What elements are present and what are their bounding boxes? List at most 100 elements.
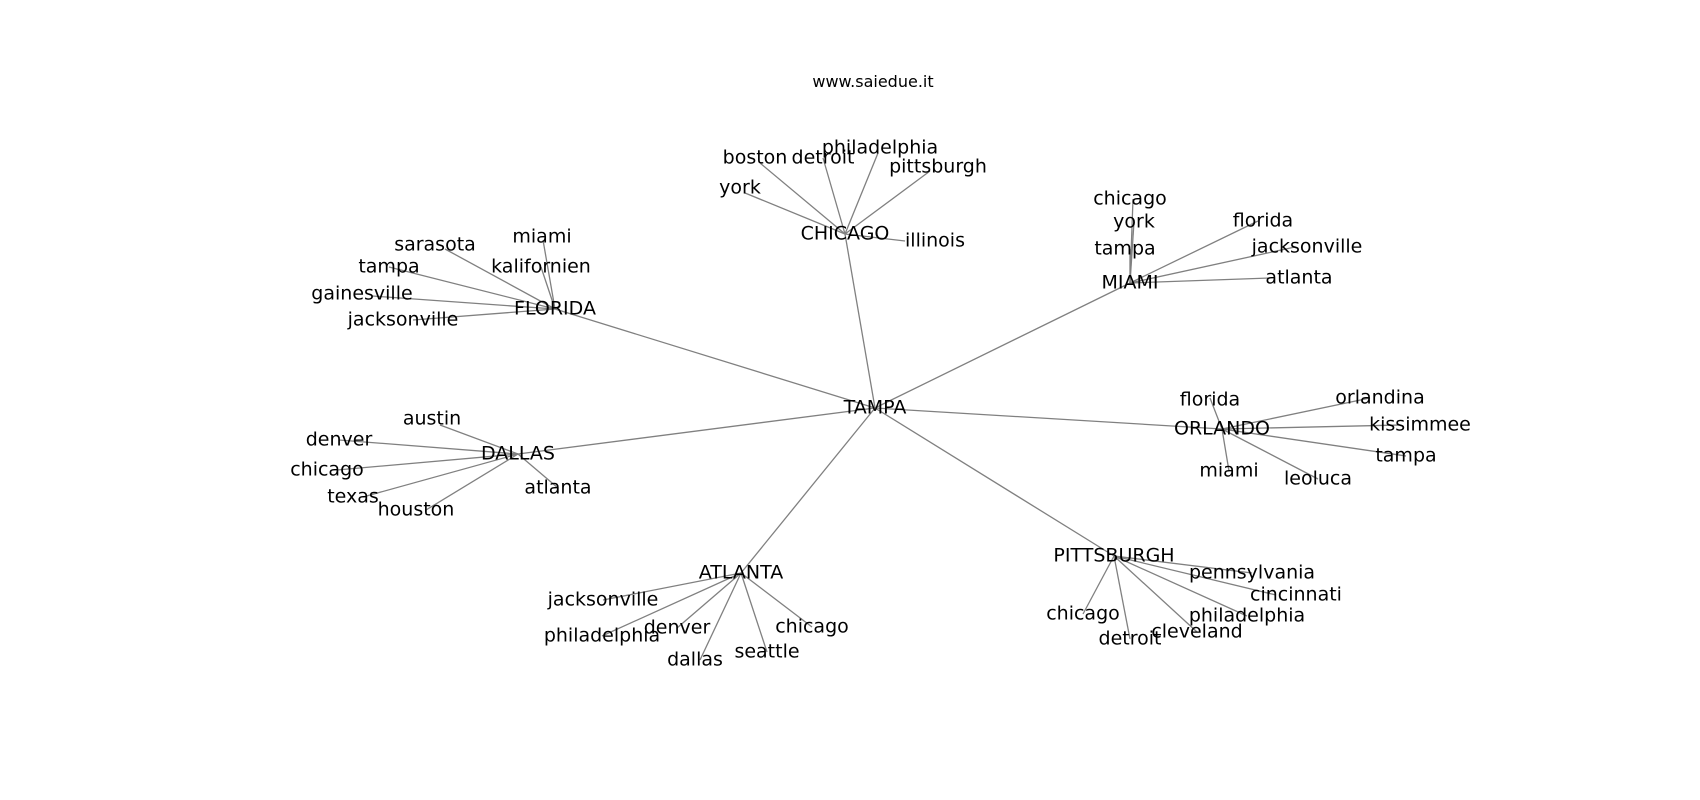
node-hub-dallas: DALLAS xyxy=(481,443,555,465)
edge-pittsburgh-cincinnati xyxy=(1113,555,1277,596)
edge-miami-jacksonville xyxy=(1129,246,1296,284)
node-leaf-orlando-orlandina: orlandina xyxy=(1335,387,1424,409)
edge-root-chicago xyxy=(844,233,876,409)
node-leaf-miami-florida: florida xyxy=(1233,210,1293,232)
node-leaf-miami-jacksonville: jacksonville xyxy=(1251,236,1363,258)
edge-chicago-philadelphia xyxy=(844,152,879,235)
node-hub-orlando: ORLANDO xyxy=(1174,418,1270,440)
node-leaf-chicago-york: york xyxy=(719,177,761,199)
node-leaf-chicago-illinois: illinois xyxy=(905,230,965,252)
edge-dallas-houston xyxy=(425,453,519,511)
node-leaf-atlanta-jacksonville: jacksonville xyxy=(547,589,659,611)
edge-orlando-tampa xyxy=(1221,428,1407,457)
edge-root-pittsburgh xyxy=(874,407,1115,557)
node-leaf-orlando-kissimmee: kissimmee xyxy=(1369,414,1471,436)
node-leaf-miami-tampa: tampa xyxy=(1094,238,1155,260)
edge-dallas-texas xyxy=(362,453,519,498)
edge-root-orlando xyxy=(874,407,1223,430)
edge-florida-kalifornien xyxy=(540,266,556,310)
page-title: www.saiedue.it xyxy=(812,72,933,91)
node-leaf-dallas-atlanta: atlanta xyxy=(524,477,591,499)
edge-chicago-detroit xyxy=(822,157,846,235)
edge-pittsburgh-pennsylvania xyxy=(1113,555,1253,574)
edge-atlanta-dallas xyxy=(699,572,742,661)
node-hub-chicago: CHICAGO xyxy=(801,223,890,245)
node-leaf-miami-atlanta: atlanta xyxy=(1265,267,1332,289)
edge-florida-tampa xyxy=(388,266,556,310)
edge-pittsburgh-cleveland xyxy=(1113,555,1198,633)
node-leaf-pittsburgh-philadelphia: philadelphia xyxy=(1189,605,1305,627)
node-leaf-pittsburgh-detroit: detroit xyxy=(1099,628,1162,650)
edge-orlando-kissimmee xyxy=(1221,424,1401,430)
node-leaf-pittsburgh-pennsylvania: pennsylvania xyxy=(1189,562,1315,584)
edge-miami-york xyxy=(1129,221,1135,284)
node-leaf-atlanta-seattle: seattle xyxy=(734,641,799,663)
edge-orlando-leoluca xyxy=(1221,428,1319,480)
node-hub-miami: MIAMI xyxy=(1102,272,1159,294)
node-leaf-dallas-chicago: chicago xyxy=(290,459,364,481)
edge-orlando-orlandina xyxy=(1221,397,1371,430)
edge-dallas-austin xyxy=(439,424,519,455)
node-leaf-orlando-miami: miami xyxy=(1199,460,1258,482)
node-leaf-orlando-florida: florida xyxy=(1180,389,1240,411)
edge-pittsburgh-chicago xyxy=(1082,555,1115,615)
edge-dallas-denver xyxy=(338,439,519,455)
edge-dallas-chicago xyxy=(336,453,519,471)
node-leaf-pittsburgh-cleveland: cleveland xyxy=(1151,621,1242,643)
node-leaf-florida-jacksonville: jacksonville xyxy=(347,309,459,331)
edge-root-atlanta xyxy=(740,407,876,574)
node-leaf-orlando-tampa: tampa xyxy=(1375,445,1436,467)
node-hub-pittsburgh: PITTSBURGH xyxy=(1053,545,1174,567)
edge-orlando-miami xyxy=(1221,428,1230,472)
edge-chicago-pittsburgh xyxy=(844,170,931,235)
edge-miami-florida xyxy=(1129,220,1259,284)
edge-root-dallas xyxy=(517,407,876,455)
edge-florida-gainesville xyxy=(371,295,556,310)
edge-pittsburgh-detroit xyxy=(1113,555,1131,640)
node-leaf-pittsburgh-chicago: chicago xyxy=(1046,603,1120,625)
node-leaf-chicago-boston: boston xyxy=(723,147,788,169)
node-leaf-miami-york: york xyxy=(1113,211,1155,233)
node-leaf-chicago-detroit: detroit xyxy=(792,147,855,169)
edge-orlando-florida xyxy=(1209,397,1223,430)
edge-chicago-boston xyxy=(759,162,846,235)
node-leaf-atlanta-dallas: dallas xyxy=(667,649,723,671)
node-leaf-miami-chicago: chicago xyxy=(1093,188,1167,210)
edge-pittsburgh-philadelphia xyxy=(1113,555,1248,617)
node-hub-florida: FLORIDA xyxy=(514,298,596,320)
edge-atlanta-seattle xyxy=(740,572,768,653)
node-leaf-dallas-texas: texas xyxy=(327,486,379,508)
node-leaf-atlanta-philadelphia: philadelphia xyxy=(544,625,660,647)
node-leaf-florida-miami: miami xyxy=(512,226,571,248)
edge-atlanta-chicago xyxy=(740,572,813,628)
node-leaf-orlando-leoluca: leoluca xyxy=(1284,468,1352,490)
node-leaf-atlanta-denver: denver xyxy=(644,617,711,639)
node-leaf-dallas-austin: austin xyxy=(403,408,461,430)
node-root-tampa: TAMPA xyxy=(843,397,907,419)
edge-dallas-atlanta xyxy=(517,453,559,489)
edge-atlanta-denver xyxy=(676,572,742,629)
node-leaf-pittsburgh-cincinnati: cincinnati xyxy=(1250,584,1342,606)
node-leaf-chicago-philadelphia: philadelphia xyxy=(822,137,938,159)
edge-layer xyxy=(336,152,1407,661)
edge-florida-sarasota xyxy=(444,248,556,310)
node-leaf-atlanta-chicago: chicago xyxy=(775,616,849,638)
node-leaf-florida-sarasota: sarasota xyxy=(394,234,476,256)
edge-root-florida xyxy=(554,308,876,409)
node-leaf-florida-tampa: tampa xyxy=(358,256,419,278)
edge-chicago-york xyxy=(744,192,846,235)
edge-atlanta-jacksonville xyxy=(602,572,742,601)
node-hub-atlanta: ATLANTA xyxy=(699,562,784,584)
edge-florida-jacksonville xyxy=(412,308,556,321)
edge-florida-miami xyxy=(542,239,556,310)
node-leaf-dallas-houston: houston xyxy=(378,499,455,521)
node-leaf-chicago-pittsburgh: pittsburgh xyxy=(889,156,987,178)
edge-root-miami xyxy=(874,282,1131,409)
node-leaf-florida-gainesville: gainesville xyxy=(311,283,412,305)
edge-chicago-illinois xyxy=(844,233,906,242)
edge-miami-atlanta xyxy=(1129,277,1271,284)
node-leaf-dallas-denver: denver xyxy=(306,429,373,451)
edge-atlanta-philadelphia xyxy=(601,572,742,637)
